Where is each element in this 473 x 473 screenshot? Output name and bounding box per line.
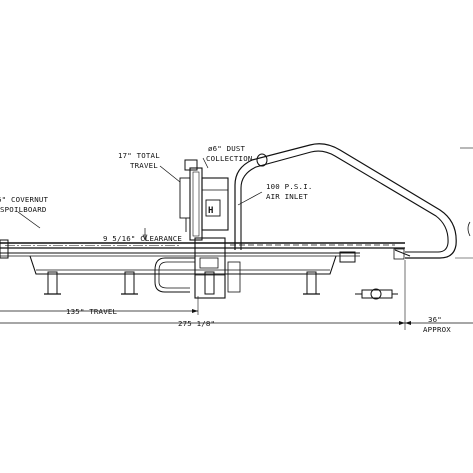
- label-covernut-line2: SPOILBOARD: [0, 205, 47, 214]
- label-approx-36-line1: 36": [428, 315, 442, 324]
- machine-underframe: [29, 255, 337, 295]
- logo-mark: H: [208, 206, 214, 216]
- gantry-carriage: H: [154, 159, 241, 299]
- label-clearance: 9 5/16" CLEARANCE: [103, 234, 182, 243]
- air-fitting: [355, 288, 398, 300]
- label-total-travel-line1: 17" TOTAL: [118, 151, 160, 160]
- label-overall-dimension: 275 1/8": [178, 319, 215, 328]
- annotation-labels: 17" TOTAL TRAVEL ø6" DUST COLLECTION 6" …: [0, 144, 451, 334]
- label-total-travel-line2: TRAVEL: [130, 161, 158, 170]
- label-travel-135: 135" TRAVEL: [66, 307, 117, 316]
- label-approx-36-line2: APPROX: [423, 325, 451, 334]
- label-dust-collection-line2: COLLECTION: [206, 154, 253, 163]
- leader-lines: [17, 157, 263, 241]
- label-air-inlet-line1: 100 P.S.I.: [266, 182, 313, 191]
- dust-collection-hose: [234, 143, 457, 259]
- label-dust-collection-line1: ø6" DUST: [208, 144, 246, 153]
- label-air-inlet-line2: AIR INLET: [266, 192, 308, 201]
- machine-table: [0, 239, 411, 263]
- dimension-lines: [0, 147, 473, 330]
- label-covernut-line1: 6" COVERNUT: [0, 195, 48, 204]
